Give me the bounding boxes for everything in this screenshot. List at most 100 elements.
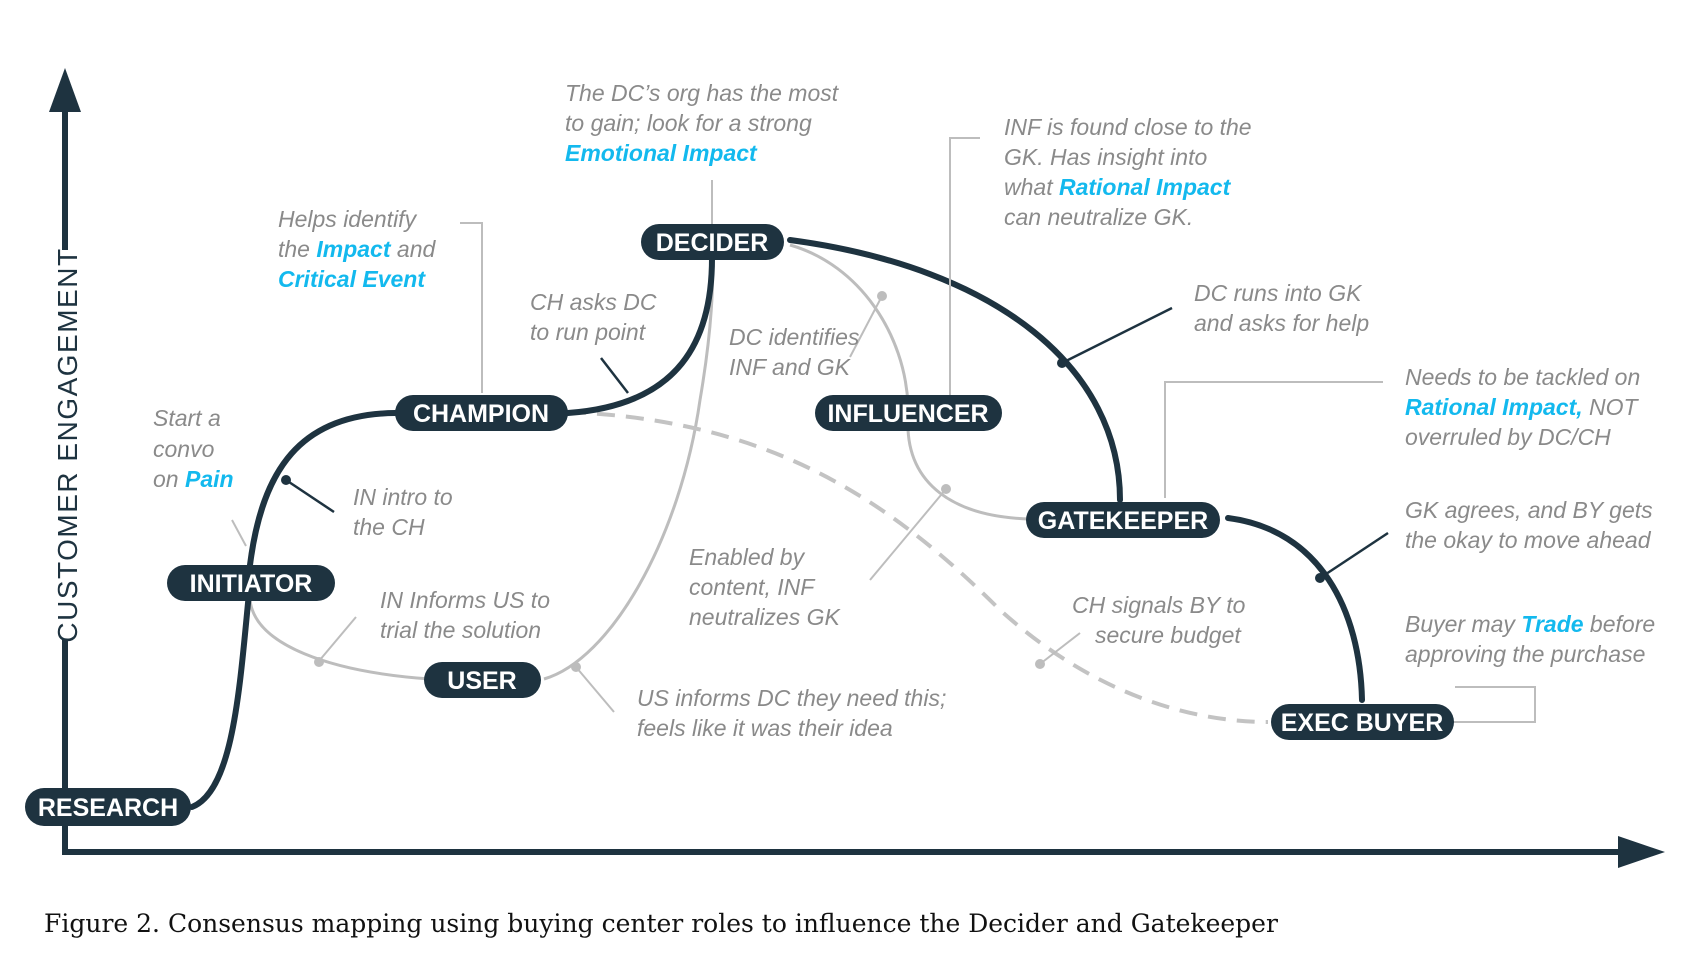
dc-identifies-line1: DC identifies <box>729 324 860 350</box>
annotation-in-informs: IN Informs US to trial the solution <box>380 587 556 643</box>
leader-inf-found <box>949 137 980 395</box>
dot-us-informs <box>571 662 581 672</box>
dot-enabled-by <box>941 484 951 494</box>
annotation-start-convo: Start a convo on Pain <box>153 405 234 492</box>
node-user: USER <box>424 662 541 698</box>
leader-gk-agrees <box>1319 531 1389 580</box>
node-gatekeeper-label: GATEKEEPER <box>1038 507 1208 535</box>
annotation-buyer-may: Buyer may Trade before approving the pur… <box>1405 611 1662 667</box>
dot-ch-signals <box>1035 659 1045 669</box>
in-informs-line2: trial the solution <box>380 617 541 643</box>
node-decider-label: DECIDER <box>656 229 769 257</box>
annotation-enabled-by: Enabled by content, INF neutralizes GK <box>689 544 842 630</box>
leader-start-convo <box>231 519 247 547</box>
research-initiator-path <box>189 580 253 810</box>
main-path <box>189 237 1365 810</box>
start-convo-highlight: Pain <box>185 466 234 492</box>
buyer-may-line2: approving the purchase <box>1405 641 1645 667</box>
leaders <box>231 137 1536 723</box>
y-axis-label: CUSTOMER ENGAGEMENT <box>52 247 83 642</box>
champion-decider-path <box>565 255 715 416</box>
ch-asks-line1: CH asks DC <box>530 289 657 315</box>
annotation-in-intro: IN intro to the CH <box>353 484 459 540</box>
initiator-champion-path <box>247 410 398 568</box>
node-influencer: INFLUENCER <box>815 395 1002 431</box>
leader-ch-signals <box>1039 632 1081 665</box>
annotation-inf-found: INF is found close to the GK. Has insigh… <box>1004 114 1258 230</box>
buyer-may-line1-suffix: before <box>1584 611 1656 637</box>
gk-agrees-line1: GK agrees, and BY gets <box>1405 497 1653 523</box>
dot-in-intro <box>281 475 291 485</box>
gatekeeper-execbuyer-path <box>1225 515 1365 703</box>
leader-in-informs <box>318 616 357 662</box>
decider-gatekeeper-path <box>787 237 1123 503</box>
enabled-by-line3: neutralizes GK <box>689 604 842 630</box>
champion-execbuyer-dashed-path <box>567 410 1269 724</box>
helps-identify-line2-suffix: and <box>391 236 437 262</box>
leader-dc-runs <box>1061 306 1173 365</box>
node-initiator-label: INITIATOR <box>190 570 313 598</box>
needs-tackled-line2-suffix: NOT <box>1583 394 1640 420</box>
needs-tackled-rational-impact: Rational Impact, <box>1405 394 1583 420</box>
in-intro-line2: the CH <box>353 514 425 540</box>
inf-found-line3-prefix: what <box>1004 174 1059 200</box>
node-champion-label: CHAMPION <box>413 400 549 428</box>
leader-buyer-may <box>1450 686 1536 723</box>
decider-influencer-path <box>789 243 910 406</box>
needs-tackled-line1: Needs to be tackled on <box>1405 364 1640 390</box>
annotation-dc-runs: DC runs into GK and asks for help <box>1194 280 1369 336</box>
leader-ch-asks <box>600 357 629 394</box>
us-informs-line2: feels like it was their idea <box>637 715 893 741</box>
node-decider: DECIDER <box>641 224 784 260</box>
node-research: RESEARCH <box>25 788 191 826</box>
annotation-ch-asks: CH asks DC to run point <box>530 289 663 345</box>
dc-runs-line2: and asks for help <box>1194 310 1369 336</box>
dc-identifies-line2: INF and GK <box>729 354 852 380</box>
dot-gk-agrees <box>1315 573 1325 583</box>
leader-in-intro <box>285 478 335 514</box>
figure-caption: Figure 2. Consensus mapping using buying… <box>44 909 1278 938</box>
start-convo-line2: convo <box>153 436 215 462</box>
node-exec-buyer: EXEC BUYER <box>1271 704 1454 740</box>
annotation-dc-org: The DC’s org has the most to gain; look … <box>565 80 845 166</box>
initiator-user-path <box>248 599 431 681</box>
dc-org-emotional-impact: Emotional Impact <box>565 140 758 166</box>
in-intro-line1: IN intro to <box>353 484 453 510</box>
ch-signals-line1: CH signals BY to <box>1072 592 1246 618</box>
annotation-helps-identify: Helps identify the Impact and Critical E… <box>278 206 442 292</box>
helps-identify-line1: Helps identify <box>278 206 418 232</box>
dot-dc-runs <box>1057 358 1067 368</box>
influencer-gatekeeper-path <box>906 417 1031 521</box>
node-initiator: INITIATOR <box>167 565 335 601</box>
x-axis-arrow-icon <box>1618 836 1665 868</box>
axes: CUSTOMER ENGAGEMENT <box>49 68 1665 868</box>
leader-dc-identifies <box>849 295 883 358</box>
node-champion: CHAMPION <box>395 395 568 431</box>
ch-asks-line2: to run point <box>530 319 647 345</box>
helps-identify-impact: Impact <box>316 236 391 262</box>
annotation-ch-signals: CH signals BY to secure budget <box>1072 592 1252 648</box>
inf-found-line4: can neutralize GK. <box>1004 204 1193 230</box>
buyer-may-trade: Trade <box>1521 611 1583 637</box>
dc-runs-line1: DC runs into GK <box>1194 280 1363 306</box>
inf-found-line2: GK. Has insight into <box>1004 144 1207 170</box>
leader-needs-tackled <box>1164 381 1383 498</box>
inf-found-line1: INF is found close to the <box>1004 114 1252 140</box>
start-convo-line3-prefix: on <box>153 466 185 492</box>
dot-dc-identifies <box>877 291 887 301</box>
node-exec-buyer-label: EXEC BUYER <box>1281 709 1444 737</box>
gk-agrees-line2: the okay to move ahead <box>1405 527 1652 553</box>
annotation-dc-identifies: DC identifies INF and GK <box>729 324 866 380</box>
us-informs-line1: US informs DC they need this; <box>637 685 946 711</box>
needs-tackled-line3: overruled by DC/CH <box>1405 424 1611 450</box>
dc-org-line1: The DC’s org has the most <box>565 80 840 106</box>
annotation-gk-agrees: GK agrees, and BY gets the okay to move … <box>1405 497 1659 553</box>
ch-signals-line2: secure budget <box>1095 622 1242 648</box>
enabled-by-line1: Enabled by <box>689 544 806 570</box>
leader-us-informs <box>575 666 615 713</box>
helps-identify-line2-prefix: the <box>278 236 316 262</box>
dc-org-line2: to gain; look for a strong <box>565 110 812 136</box>
node-gatekeeper: GATEKEEPER <box>1026 502 1220 538</box>
inf-found-rational-impact: Rational Impact <box>1059 174 1232 200</box>
